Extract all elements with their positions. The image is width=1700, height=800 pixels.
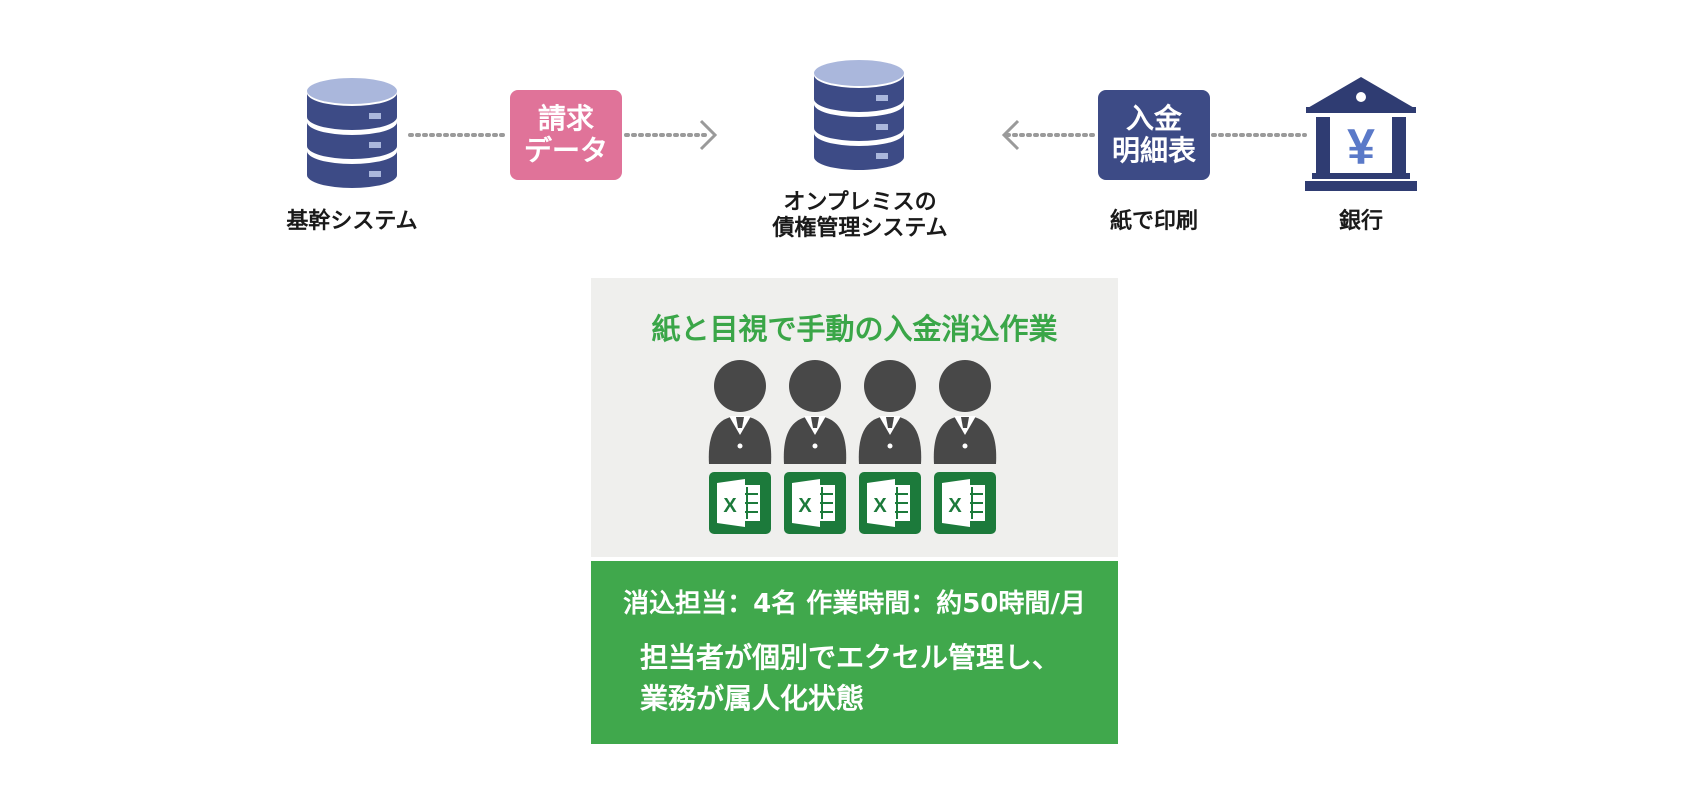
billing-data-badge: 請求 データ — [510, 90, 622, 180]
bank-icon: ¥ — [1305, 77, 1417, 191]
excel-icon: X — [859, 472, 921, 534]
yen-symbol: ¥ — [1347, 119, 1375, 175]
workload-stats: 消込担当：4名 作業時間：約50時間/月 — [623, 589, 1086, 619]
deposit-statement-line1: 入金 — [1125, 101, 1182, 135]
excel-letter: X — [723, 495, 737, 517]
core-system-label: 基幹システム — [286, 209, 418, 234]
billing-data-line2: データ — [523, 134, 608, 167]
arrow-bank-to-onprem — [1001, 119, 1307, 151]
paper-print-label: 紙で印刷 — [1109, 209, 1198, 234]
person-icon — [783, 360, 847, 464]
description-line2: 業務が属人化状態 — [640, 681, 865, 715]
description-line1: 担当者が個別でエクセル管理し、 — [640, 641, 1061, 674]
billing-data-line1: 請求 — [537, 101, 594, 135]
person-icon — [933, 360, 997, 464]
excel-letter: X — [948, 495, 962, 517]
bank-label: 銀行 — [1338, 209, 1383, 234]
database-icon — [814, 60, 904, 170]
onprem-system-line1: オンプレミスの — [783, 190, 937, 215]
person-icon — [708, 360, 772, 464]
onprem-system-line2: 債権管理システム — [772, 216, 948, 242]
excel-icon: X — [784, 472, 846, 534]
person-icon — [858, 360, 922, 464]
excel-letter: X — [873, 495, 887, 517]
deposit-statement-badge: 入金 明細表 — [1098, 90, 1210, 180]
database-icon — [307, 78, 397, 188]
problem-description: 担当者が個別でエクセル管理し、 業務が属人化状態 — [640, 638, 1100, 719]
excel-letter: X — [798, 495, 812, 517]
summary-box — [591, 561, 1118, 744]
workers-group: X X X X — [705, 360, 1005, 540]
manual-work-panel — [591, 278, 1118, 557]
arrow-core-to-onprem — [408, 119, 718, 151]
panel-title: 紙と目視で手動の入金消込作業 — [651, 312, 1058, 346]
excel-icon: X — [934, 472, 996, 534]
deposit-statement-line2: 明細表 — [1111, 134, 1196, 167]
excel-icon: X — [709, 472, 771, 534]
onprem-system-label: オンプレミスの 債権管理システム — [740, 190, 980, 243]
